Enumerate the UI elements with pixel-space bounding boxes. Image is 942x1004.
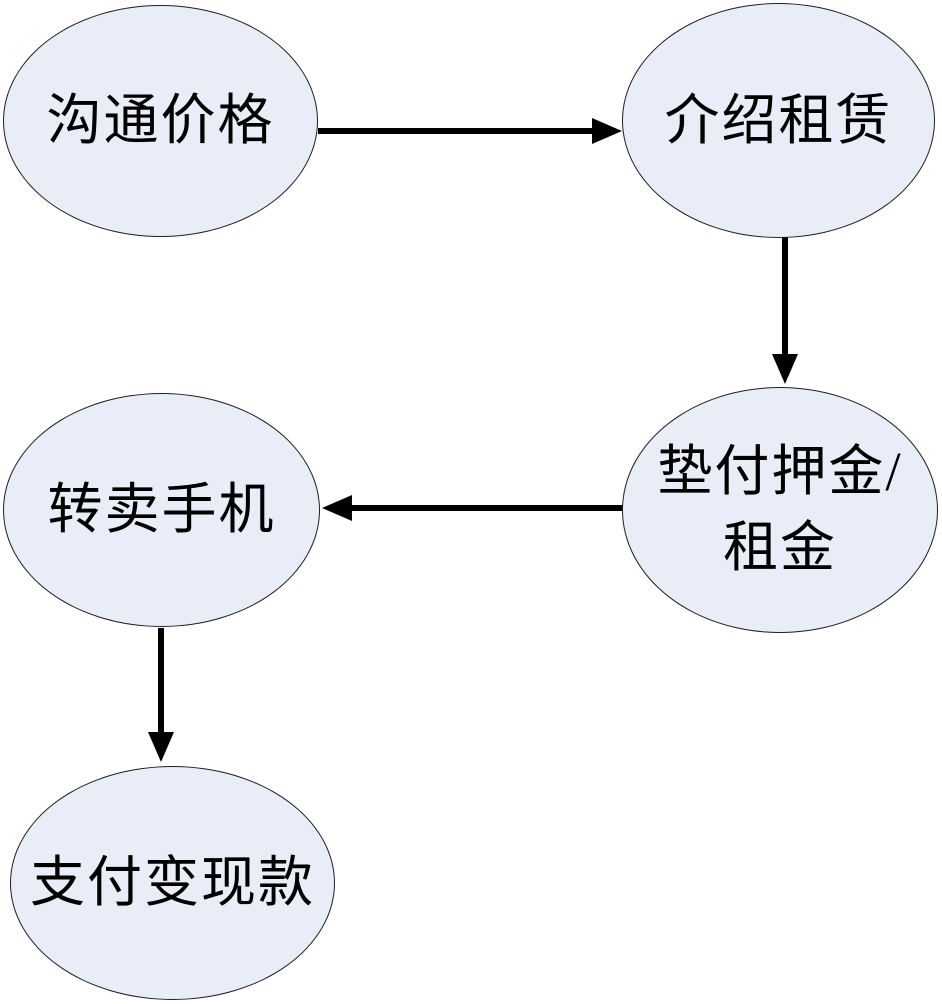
node-introduce-rental: 介绍租赁 <box>622 3 935 238</box>
arrow-advance-deposit-to-resell-phone <box>322 495 625 521</box>
node-advance-deposit-rent: 垫付押金/ 租金 <box>622 387 938 633</box>
node-pay-cashout-label: 支付变现款 <box>29 852 315 914</box>
node-resell-phone: 转卖手机 <box>3 393 320 627</box>
arrow-communicate-price-to-introduce-rental <box>318 118 622 144</box>
node-pay-cashout: 支付变现款 <box>10 766 335 1000</box>
node-introduce-rental-label: 介绍租赁 <box>664 89 893 151</box>
arrow-introduce-rental-to-advance-deposit <box>772 237 798 384</box>
node-advance-deposit-rent-label: 垫付押金/ <box>657 441 903 503</box>
arrow-resell-phone-to-pay-cashout <box>148 628 174 762</box>
node-resell-phone-label: 转卖手机 <box>47 479 276 541</box>
node-communicate-price-label: 沟通价格 <box>46 90 275 152</box>
node-communicate-price: 沟通价格 <box>3 5 318 237</box>
node-advance-deposit-rent-label-line2: 租金 <box>722 517 837 578</box>
